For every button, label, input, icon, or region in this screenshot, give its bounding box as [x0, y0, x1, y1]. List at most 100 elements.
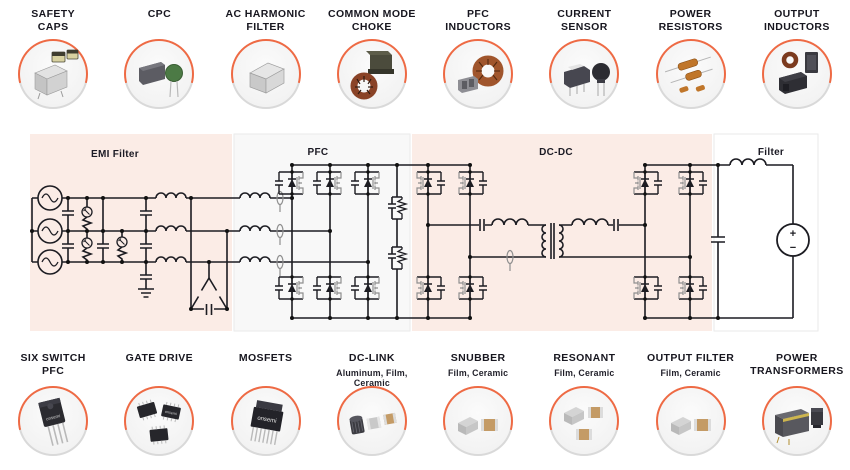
- category-circle: onsemi: [230, 386, 301, 456]
- category-label: OUTPUT FILTER: [647, 352, 735, 364]
- category-six-switch-pfc[interactable]: SIX SWITCH PFC onsemi: [0, 352, 106, 456]
- category-label: SAFETY CAPS: [31, 8, 76, 34]
- current-sensor-icon: [564, 63, 611, 96]
- circle-disc: [445, 388, 512, 454]
- category-label: OUTPUT INDUCTORS: [763, 8, 830, 34]
- category-label: SNUBBER: [450, 352, 506, 364]
- section-label-filter: Filter: [758, 147, 784, 158]
- category-label: PFC INDUCTORS: [445, 8, 512, 34]
- circle-disc: [657, 388, 724, 454]
- category-circle: onsemi: [124, 386, 195, 456]
- dc-source-minus: −: [790, 242, 796, 254]
- circle-disc: [763, 388, 830, 454]
- category-subtitle: Film, Ceramic: [554, 368, 615, 378]
- category-subtitle: Film, Ceramic: [447, 368, 509, 378]
- category-cpc[interactable]: CPC: [106, 8, 212, 109]
- chip-brand-text: onsemi: [165, 410, 178, 416]
- category-circle: [655, 39, 726, 109]
- circle-disc: [338, 388, 405, 454]
- power-resistors-icon: [664, 56, 713, 93]
- six-switch-pfc-icon: onsemi: [38, 397, 69, 446]
- category-label: COMMON MODE CHOKE: [327, 8, 416, 34]
- category-label: DC-LINK: [348, 352, 395, 364]
- category-label: POWER RESISTORS: [658, 8, 723, 34]
- bottom-component-row: SIX SWITCH PFC onsemi GATE DRIVE: [0, 352, 850, 456]
- section-label-pfc: PFC: [308, 147, 329, 158]
- circle-disc: [338, 41, 405, 107]
- category-pfc-inductors[interactable]: PFC INDUCTORS: [425, 8, 531, 109]
- ac-harmonic-filter-icon: [248, 62, 285, 94]
- power-transformers-icon: [774, 408, 823, 445]
- ac-source-symbols: [37, 185, 63, 275]
- circle-disc: [126, 41, 193, 107]
- category-circle: [761, 386, 832, 456]
- dc-link-icon: [349, 412, 397, 435]
- category-circle: [336, 386, 407, 456]
- category-label: POWER TRANSFORMERS: [750, 352, 844, 378]
- category-label: CPC: [147, 8, 172, 20]
- panel-emi-filter: [30, 134, 232, 331]
- output-inductors-icon: [778, 51, 818, 94]
- section-label-emi-filter: EMI Filter: [91, 149, 139, 160]
- circle-disc: onsemi: [232, 388, 299, 454]
- category-subtitle: Film, Ceramic: [660, 368, 721, 378]
- chip-brand-text: onsemi: [256, 416, 276, 425]
- category-mosfets[interactable]: MOSFETS onsemi: [213, 352, 319, 456]
- gate-drive-icon: onsemi: [137, 399, 182, 445]
- cpc-icon: [139, 62, 184, 98]
- category-gate-drive[interactable]: GATE DRIVE onsemi: [106, 352, 212, 456]
- circle-disc: [20, 41, 87, 107]
- category-label: AC HARMONIC FILTER: [225, 8, 306, 34]
- chip-brand-text: onsemi: [46, 413, 61, 421]
- schematic-wires: [31, 164, 794, 319]
- category-circle: [549, 39, 620, 109]
- circle-disc: [232, 41, 299, 107]
- circle-disc: [445, 41, 512, 107]
- circuit-diagram: EMI Filter PFC DC-DC Filter: [0, 125, 850, 345]
- category-snubber[interactable]: SNUBBER Film, Ceramic: [425, 352, 531, 456]
- category-output-filter[interactable]: OUTPUT FILTER Film, Ceramic: [638, 352, 744, 456]
- category-safety-caps[interactable]: SAFETY CAPS: [0, 8, 106, 109]
- junction-dots: [30, 163, 720, 320]
- circuit-schematic: EMI Filter PFC DC-DC Filter: [30, 133, 819, 332]
- safety-caps-icon: [34, 49, 79, 100]
- pfc-inductors-icon: [458, 55, 504, 93]
- resonant-icon: [564, 407, 604, 440]
- category-circle: onsemi: [18, 386, 89, 456]
- category-circle: [336, 39, 407, 109]
- category-circle: [18, 39, 89, 109]
- output-filter-icon: [670, 417, 711, 435]
- category-label: MOSFETS: [238, 352, 293, 364]
- category-dc-link[interactable]: DC-LINK Aluminum, Film, Ceramic: [319, 352, 425, 456]
- category-circle: [549, 386, 620, 456]
- category-label: CURRENT SENSOR: [557, 8, 612, 34]
- category-circle: [655, 386, 726, 456]
- category-subtitle: Aluminum, Film, Ceramic: [336, 368, 408, 388]
- category-ac-harmonic-filter[interactable]: AC HARMONIC FILTER: [213, 8, 319, 109]
- circle-disc: onsemi: [126, 388, 193, 454]
- category-power-transformers[interactable]: POWER TRANSFORMERS: [744, 352, 850, 456]
- category-label: RESONANT: [553, 352, 616, 364]
- circle-disc: [551, 388, 618, 454]
- category-output-inductors[interactable]: OUTPUT INDUCTORS: [744, 8, 850, 109]
- category-circle: [443, 386, 514, 456]
- top-component-row: SAFETY CAPS CPC: [0, 8, 850, 109]
- circle-disc: onsemi: [20, 388, 87, 454]
- dc-source-plus: +: [790, 228, 796, 240]
- category-current-sensor[interactable]: CURRENT SENSOR: [531, 8, 637, 109]
- dc-source-symbol: + −: [776, 223, 810, 257]
- panel-pfc: [233, 133, 411, 332]
- category-label: GATE DRIVE: [125, 352, 194, 364]
- category-common-mode-choke[interactable]: COMMON MODE CHOKE: [319, 8, 425, 109]
- category-label: SIX SWITCH PFC: [20, 352, 86, 378]
- circle-disc: [763, 41, 830, 107]
- category-circle: [761, 39, 832, 109]
- section-label-dc-dc: DC-DC: [539, 147, 573, 158]
- mosfets-icon: onsemi: [249, 400, 283, 446]
- circle-disc: [657, 41, 724, 107]
- common-mode-choke-icon: [350, 51, 394, 100]
- category-circle: [230, 39, 301, 109]
- snubber-icon: [458, 417, 499, 435]
- category-resonant[interactable]: RESONANT Film, Ceramic: [531, 352, 637, 456]
- category-power-resistors[interactable]: POWER RESISTORS: [638, 8, 744, 109]
